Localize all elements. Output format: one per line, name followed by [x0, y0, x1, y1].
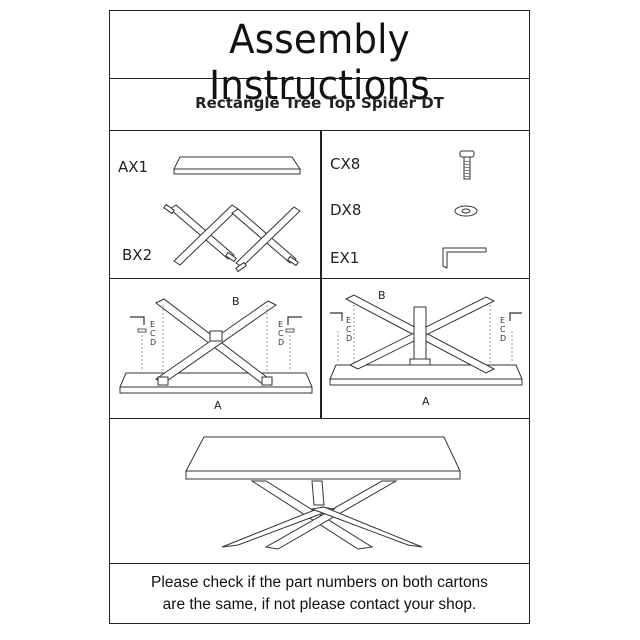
note-line-2: are the same, if not please contact your… [162, 596, 477, 613]
bolt-icon [459, 150, 475, 180]
label-c-right-2: C [500, 325, 506, 334]
instruction-sheet: Assembly Instructions Rectangle Tree Top… [109, 10, 530, 624]
step-1-diagram: E C D E C D B A [119, 295, 313, 412]
label-d-right: D [278, 338, 284, 347]
step-2-diagram: E C D E C D B A [329, 289, 523, 408]
part-label-cx8: CX8 [330, 155, 361, 173]
label-c-left-2: C [346, 325, 352, 334]
label-d-left: D [150, 338, 156, 347]
washer-icon [454, 205, 478, 217]
parts-divider [320, 131, 322, 279]
label-e-right: E [278, 320, 283, 329]
assembled-table-diagram [185, 436, 461, 550]
carton-check-note: Please check if the part numbers on both… [110, 572, 529, 616]
note-section: Please check if the part numbers on both… [110, 564, 529, 625]
note-line-1: Please check if the part numbers on both… [151, 574, 488, 591]
label-a-step2: A [422, 395, 430, 408]
steps-divider [320, 279, 322, 419]
label-a-step1: A [214, 399, 222, 412]
label-d-left-2: D [346, 334, 352, 343]
subtitle-section: Rectangle Tree Top Spider DT [110, 79, 529, 131]
label-c-left: C [150, 329, 156, 338]
parts-list: AX1 BX2 CX8 [110, 131, 529, 279]
title-section: Assembly Instructions [110, 11, 529, 109]
label-d-right-2: D [500, 334, 506, 343]
part-label-ex1: EX1 [330, 249, 360, 267]
final-assembly [110, 419, 529, 564]
assembly-steps: E C D E C D B A [110, 279, 529, 419]
label-b-step2: B [378, 289, 386, 302]
part-label-dx8: DX8 [330, 201, 362, 219]
label-e-left: E [150, 320, 155, 329]
allen-key-icon [442, 247, 487, 269]
label-c-right: C [278, 329, 284, 338]
label-b-step1: B [232, 295, 240, 308]
part-label-bx2: BX2 [122, 246, 153, 264]
page-title: Assembly Instructions [209, 17, 430, 109]
product-name: Rectangle Tree Top Spider DT [195, 94, 444, 112]
label-e-left-2: E [346, 316, 351, 325]
spider-leg-icon [163, 203, 301, 273]
table-top-icon [173, 156, 301, 175]
label-e-right-2: E [500, 316, 505, 325]
part-label-ax1: AX1 [118, 158, 149, 176]
